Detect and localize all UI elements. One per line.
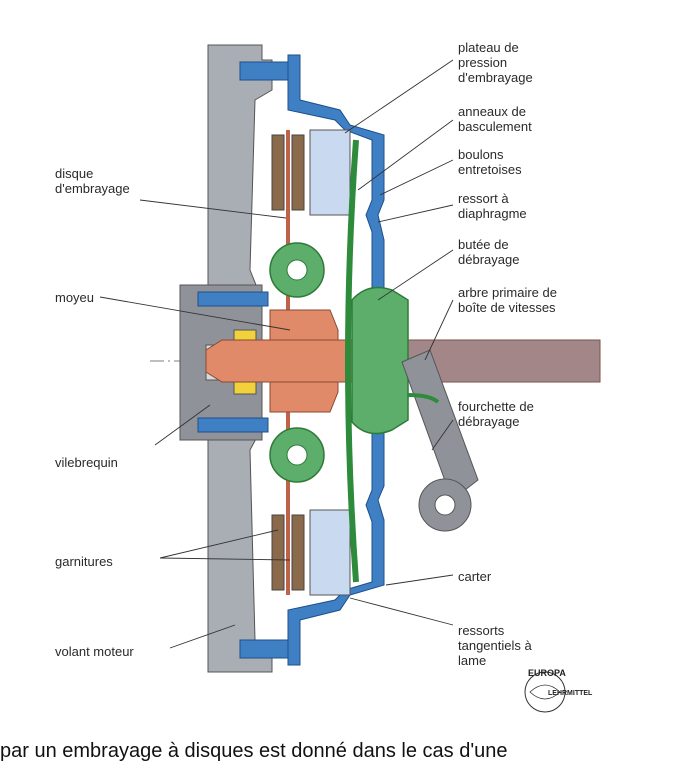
bolt-bottom [239, 639, 289, 659]
bolt-lower [197, 417, 269, 433]
logo-text-bottom: LEHRMITTEL [548, 690, 593, 697]
leader-garnitures-2 [159, 557, 291, 561]
logo-text-top: EUROPA [528, 668, 566, 678]
release-bearing [351, 286, 409, 435]
label-volant-moteur: volant moteur [55, 644, 134, 659]
leader-disque [139, 199, 287, 219]
leader-plateau [344, 59, 454, 134]
lining-top-right [291, 134, 305, 211]
label-disque-embrayage: disque d'embrayage [55, 166, 130, 196]
clutch-disc-top [286, 130, 290, 340]
bolt-top [239, 61, 289, 81]
lining-top-left [271, 134, 285, 211]
clutch-disc-bottom [286, 385, 290, 595]
leader-butee [377, 249, 454, 301]
label-ressort-diaphragme: ressort à diaphragme [458, 191, 527, 221]
release-fork [401, 349, 479, 501]
leader-ressort [377, 204, 454, 223]
leader-fourchette [431, 419, 454, 451]
clutch-cover [287, 54, 385, 666]
leader-carter [385, 574, 454, 586]
label-plateau-pression: plateau de pression d'embrayage [458, 40, 533, 85]
label-arbre-primaire: arbre primaire de boîte de vitesses [458, 285, 557, 315]
label-garnitures: garnitures [55, 554, 113, 569]
friction-linings [271, 134, 305, 591]
label-carter: carter [458, 569, 492, 584]
damper-spring-bottom-center [286, 444, 308, 466]
pressure-plate-bottom [309, 509, 351, 596]
flywheel-bolts [197, 61, 289, 659]
logo-globe [524, 671, 566, 713]
leader-arbre [424, 299, 454, 361]
leader-moyeu [99, 296, 291, 331]
label-vilebrequin: vilebrequin [55, 455, 118, 470]
pressure-plate-top [309, 129, 351, 216]
label-butee-debrayage: butée de débrayage [458, 237, 520, 267]
label-ressorts-tangentiels: ressorts tangentiels à lame [458, 623, 532, 668]
clutch-drawing [99, 44, 601, 713]
fork-retaining-spring [407, 393, 440, 404]
bolt-upper [197, 291, 269, 307]
label-anneaux-basculement: anneaux de basculement [458, 104, 532, 134]
caption-text: par un embrayage à disques est donné dan… [0, 740, 508, 762]
leader-ressorts-tang [349, 597, 454, 626]
lining-bottom-left [271, 514, 285, 591]
leader-volant [169, 624, 236, 649]
label-fourchette-debrayage: fourchette de débrayage [458, 399, 534, 429]
leader-lines [99, 59, 454, 649]
label-boulons-entretoises: boulons entretoises [458, 147, 522, 177]
leader-vilebrequin [154, 404, 211, 446]
leader-garnitures-1 [159, 529, 279, 559]
pilot-bearing-bottom [233, 381, 257, 395]
damper-spring-top-center [286, 259, 308, 281]
logo-globe-detail [529, 684, 561, 700]
diaphragm-spring [345, 139, 359, 583]
leader-anneaux [357, 119, 454, 191]
lining-bottom-right [291, 514, 305, 591]
leader-boulons [379, 159, 454, 196]
fork-pivot-hole [434, 494, 456, 516]
label-moyeu: moyeu [55, 290, 95, 305]
